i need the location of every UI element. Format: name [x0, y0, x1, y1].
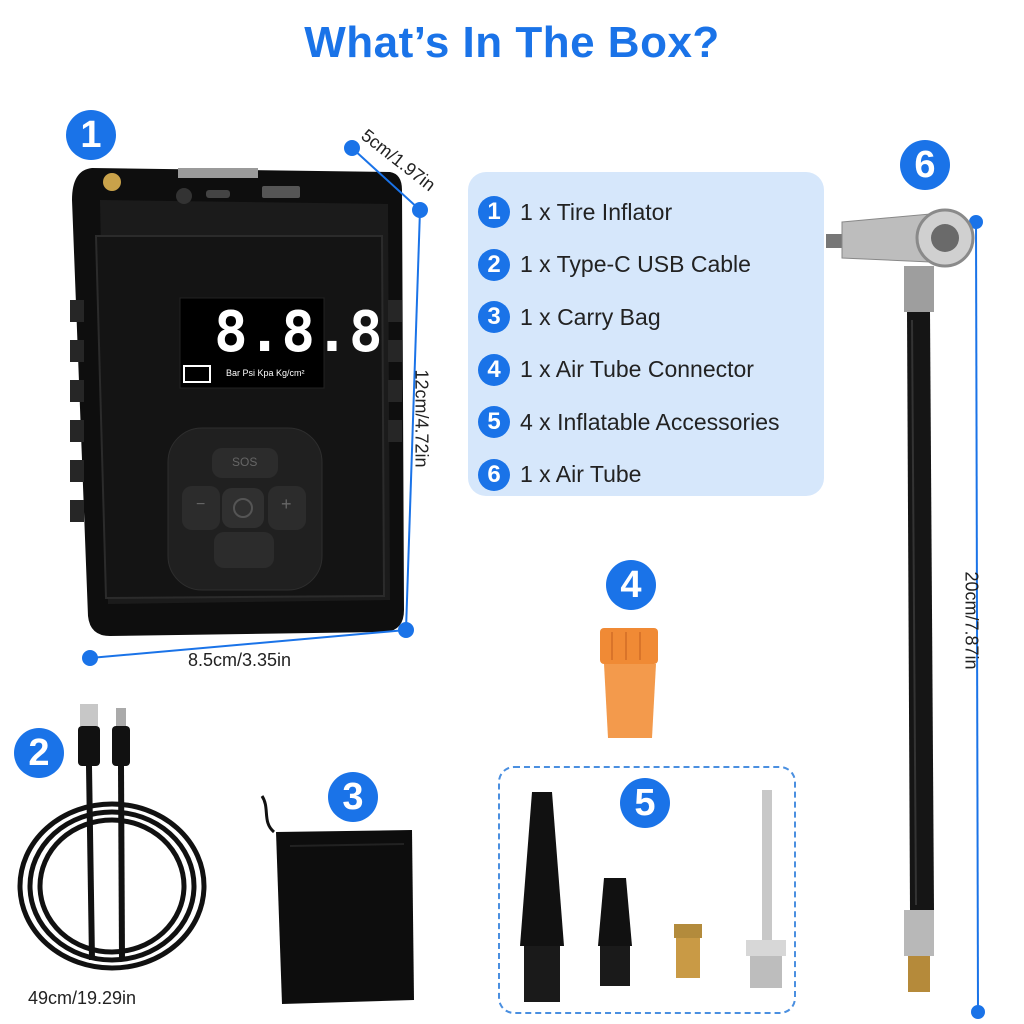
list-number: 1 — [478, 196, 510, 229]
sos-button: SOS — [232, 455, 258, 469]
list-text: 1 x Tire Inflator — [520, 198, 673, 225]
list-text: 4 x Inflatable Accessories — [520, 408, 780, 435]
cable-label: 49cm/19.29in — [28, 988, 137, 1008]
list-number: 6 — [478, 458, 510, 491]
list-number: 3 — [478, 301, 510, 334]
plus-button: + — [281, 494, 292, 514]
badge-connector: 4 — [606, 560, 656, 610]
list-number: 2 — [478, 248, 510, 281]
list-item: 4 1 x Air Tube Connector — [478, 344, 814, 397]
display-digits: 8.8.8 — [214, 300, 383, 365]
badge-accessories: 5 — [620, 778, 670, 828]
minus-button: − — [196, 496, 206, 513]
list-text: 1 x Type-C USB Cable — [520, 251, 751, 278]
list-text: 1 x Carry Bag — [520, 303, 661, 330]
badge-inflator: 1 — [66, 110, 116, 160]
list-item: 1 1 x Tire Inflator — [478, 186, 814, 239]
list-item: 5 4 x Inflatable Accessories — [478, 396, 814, 449]
badge-bag: 3 — [328, 772, 378, 822]
list-text: 1 x Air Tube Connector — [520, 356, 754, 383]
contents-list: 1 1 x Tire Inflator 2 1 x Type-C USB Cab… — [468, 172, 824, 496]
list-item: 2 1 x Type-C USB Cable — [478, 239, 814, 292]
list-item: 3 1 x Carry Bag — [478, 291, 814, 344]
list-item: 6 1 x Air Tube — [478, 449, 814, 502]
page-title: What’s In The Box? — [304, 18, 720, 67]
accessories-box — [498, 766, 796, 1014]
badge-cable: 2 — [14, 728, 64, 778]
badge-tube: 6 — [900, 140, 950, 190]
list-number: 5 — [478, 406, 510, 439]
display-units: Bar Psi Kpa Kg/cm² — [226, 368, 305, 378]
width-label: 8.5cm/3.35in — [188, 650, 292, 670]
list-text: 1 x Air Tube — [520, 461, 642, 488]
list-number: 4 — [478, 353, 510, 386]
